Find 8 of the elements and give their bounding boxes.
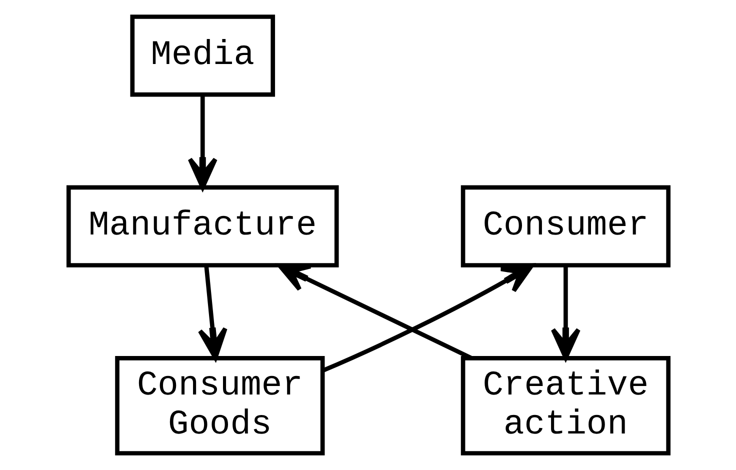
node-box: Manufacture [66,185,338,268]
node-box: Consumer [460,185,670,268]
node-box: Media [130,14,275,97]
node-box: Consumer Goods [114,356,324,456]
arrow [197,265,227,360]
arrow [550,266,580,360]
node-box: Creative action [460,356,670,456]
arrow [187,94,217,190]
